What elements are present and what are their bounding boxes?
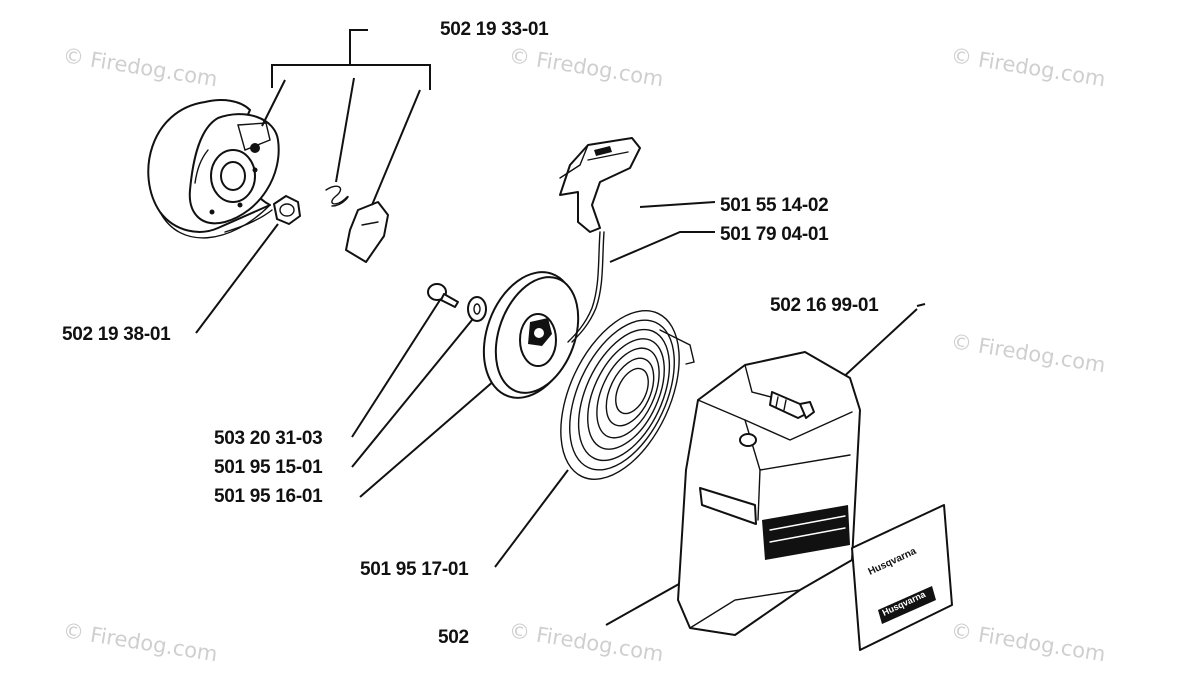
label-handle: 501 55 14-02 — [720, 195, 828, 216]
pawl — [345, 201, 389, 263]
starter-cord — [567, 231, 605, 343]
watermark: © Firedog.com — [61, 43, 219, 91]
watermark: © Firedog.com — [949, 329, 1107, 377]
center-screw — [427, 283, 459, 308]
label-pulley: 501 95 16-01 — [214, 486, 323, 507]
label-rewind-spring: 501 95 17-01 — [360, 559, 469, 580]
watermark: © Firedog.com — [61, 618, 219, 666]
kit-bracket — [271, 29, 431, 90]
watermark: © Firedog.com — [949, 43, 1107, 91]
watermark: © Firedog.com — [507, 618, 665, 666]
pawl-spring — [325, 185, 349, 207]
label-nut: 502 19 38-01 — [62, 324, 171, 345]
label-screw: 502 16 99-01 — [770, 295, 879, 316]
label-flywheel-kit: 502 19 33-01 — [440, 19, 549, 40]
pulley — [482, 271, 580, 399]
watermark: © Firedog.com — [949, 618, 1107, 666]
washer — [467, 296, 487, 322]
nut — [273, 195, 301, 225]
leader-lines — [195, 77, 926, 626]
label-starter-housing: 502 — [438, 627, 469, 648]
label-starter-cord: 501 79 04-01 — [720, 224, 829, 245]
part-labels: 502 19 33-01 502 19 38-01 501 55 14-02 5… — [62, 19, 879, 648]
watermark: © Firedog.com — [507, 43, 665, 91]
housing-screw — [769, 391, 815, 419]
label-center-screw: 503 20 31-03 — [214, 428, 322, 449]
starter-handle — [559, 137, 641, 233]
rewind-spring — [560, 310, 695, 480]
decal: Husqvarna Husqvarna — [851, 504, 953, 651]
label-washer: 501 95 15-01 — [214, 457, 323, 478]
starter-housing — [677, 351, 861, 636]
flywheel — [147, 99, 280, 239]
